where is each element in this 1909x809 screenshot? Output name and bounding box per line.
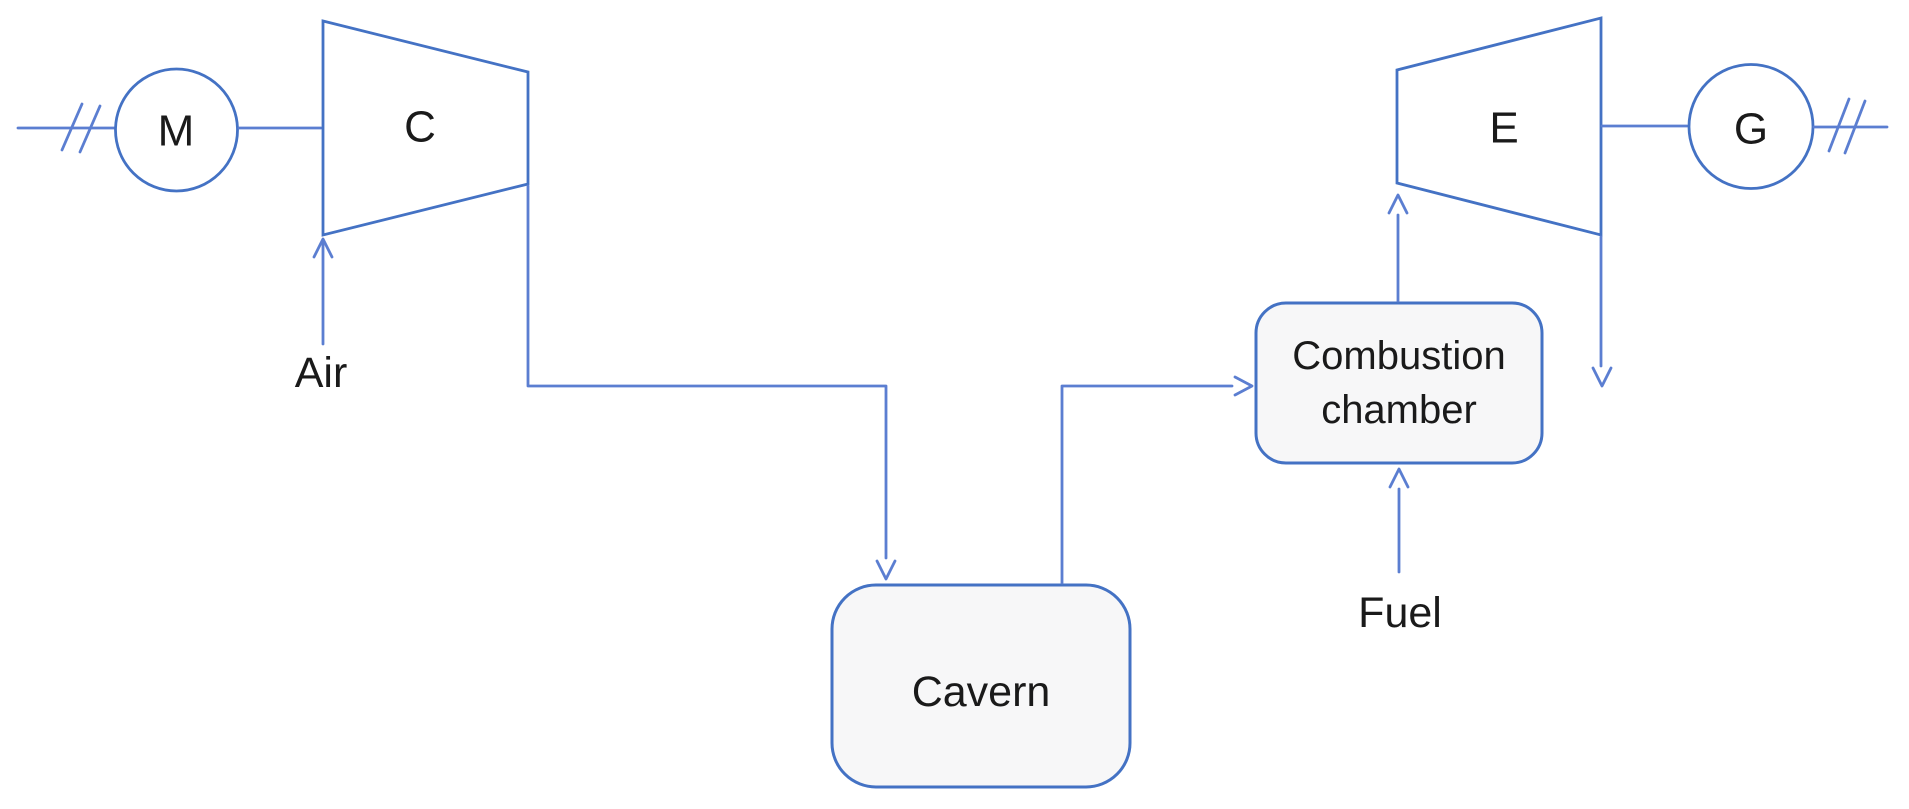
expander-shape (1395, 16, 1603, 237)
generator-label: G (1734, 105, 1768, 154)
expander-label: E (1489, 104, 1518, 153)
combustion-inlet-arrowhead-icon (1233, 375, 1254, 397)
shaft-break-left-icon (60, 102, 102, 154)
cavern-group: Cavern (830, 583, 1132, 789)
compressor-shape (321, 19, 530, 237)
motor-group: M (16, 67, 323, 193)
expander-group: E (1395, 16, 1603, 237)
cavern-to-combustion-stream (1060, 375, 1254, 585)
compressor-to-cavern-stream (526, 184, 897, 581)
combustion-to-expander-stream (1387, 193, 1409, 303)
cavern-box (830, 583, 1132, 789)
combustion-chamber-box (1254, 301, 1544, 465)
combustion-chamber-label-line1: Combustion (1292, 334, 1505, 378)
compressor-label: C (404, 103, 436, 152)
compressor-group: C (321, 19, 530, 237)
expander-inlet-arrowhead-icon (1387, 193, 1409, 215)
air-inlet-group: Air (295, 237, 348, 397)
cavern-label: Cavern (912, 668, 1051, 716)
fuel-label: Fuel (1358, 589, 1442, 637)
air-arrowhead-icon (312, 237, 334, 259)
exhaust-arrowhead-icon (1591, 366, 1613, 388)
generator-group: G (1600, 63, 1889, 190)
combustion-chamber-group: Combustion chamber (1254, 301, 1544, 465)
fuel-arrowhead-icon (1388, 467, 1410, 489)
cavern-to-combustion-line (1060, 384, 1234, 585)
combustion-chamber-label-line2: chamber (1321, 388, 1477, 432)
air-label: Air (295, 349, 348, 397)
cavern-inlet-arrowhead-icon (875, 559, 897, 581)
motor-label: M (158, 107, 195, 156)
shaft-break-right-icon (1827, 97, 1867, 155)
compressor-to-cavern-line (526, 184, 888, 560)
motor-circle (114, 67, 239, 193)
fuel-inlet-group: Fuel (1358, 467, 1442, 637)
exhaust-outlet-group (1591, 235, 1613, 388)
